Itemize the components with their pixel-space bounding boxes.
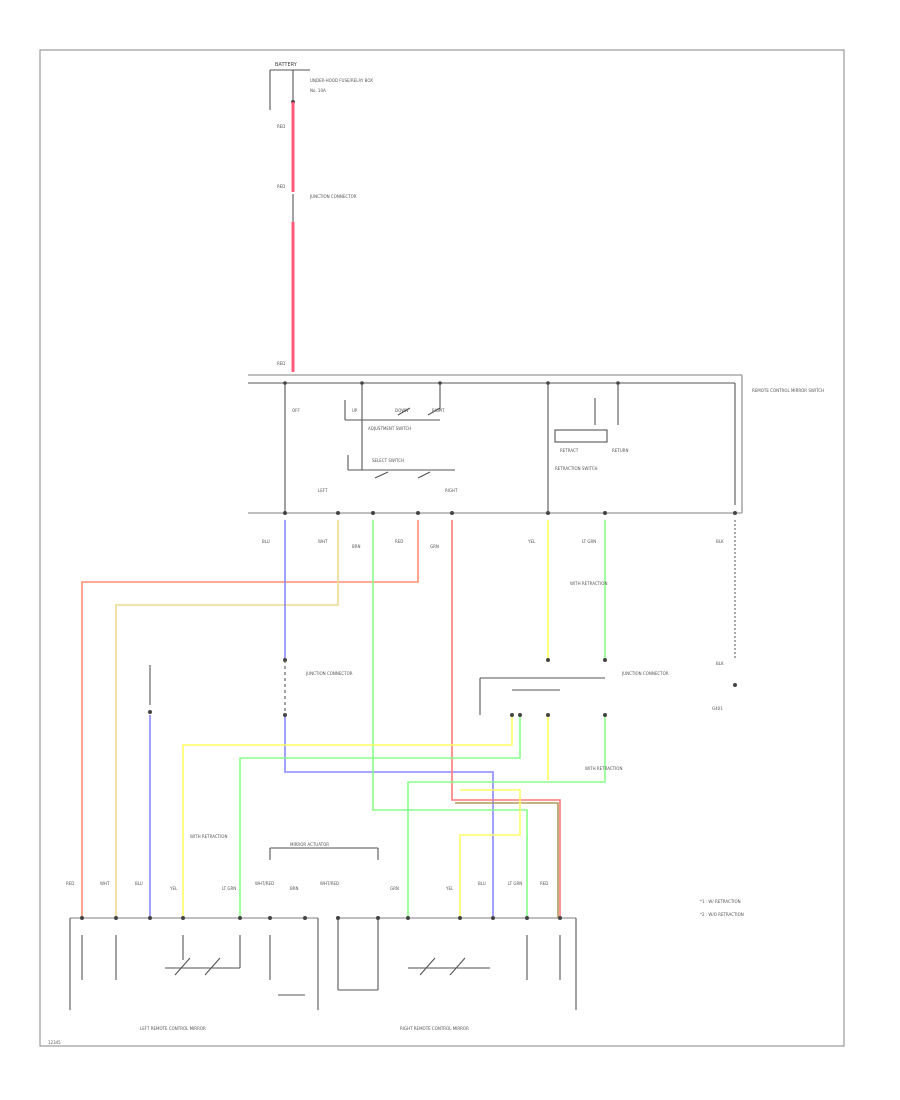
wire-label-7: LT GRN xyxy=(582,539,596,544)
bottom-wire-label-12: LT GRN xyxy=(508,881,522,886)
wire-label-red-2: RED xyxy=(277,184,285,189)
right-mirror: RIGHT REMOTE CONTROL MIRROR xyxy=(337,918,577,1031)
wire-label-9: BLK xyxy=(716,661,724,666)
retraction-switch-label: RETRACTION SWITCH xyxy=(555,466,598,471)
wire-label-red-3: RED xyxy=(277,361,285,366)
ground-section: G401 BLK xyxy=(712,661,737,711)
select-right-label: RIGHT xyxy=(445,488,458,493)
return-label: RETURN xyxy=(612,448,628,453)
wire-label-3: BRN xyxy=(352,544,361,549)
bottom-terminals xyxy=(80,916,562,920)
bottom-wire-label-11: BLU xyxy=(478,881,486,886)
bottom-wire-label-8: WHT/RED xyxy=(320,881,339,886)
with-retraction-label-1: WITH RETRACTION xyxy=(570,581,607,586)
orange-wire xyxy=(81,520,419,918)
lt-green-wire-right xyxy=(407,715,606,918)
mirror-actuator-bus: MIRROR ACTUATOR xyxy=(269,842,379,860)
fuse-box-label: UNDER-HOOD FUSE/RELAY BOX xyxy=(310,78,373,83)
wire-label-6: YEL xyxy=(527,539,536,544)
control-switch-unit: REMOTE CONTROL MIRROR SWITCH ADJUSTMENT … xyxy=(248,374,824,515)
legend-item-2: *2 : W/O RETRACTION xyxy=(700,912,744,917)
junction-label: JUNCTION CONNECTOR xyxy=(309,194,357,199)
footer-code: 12345 xyxy=(48,1040,61,1045)
lt-green-wire-left xyxy=(239,715,521,918)
bottom-wire-label-9: GRN xyxy=(390,886,399,891)
right-mirror-label: RIGHT REMOTE CONTROL MIRROR xyxy=(400,1026,469,1031)
left-mirror-label: LEFT REMOTE CONTROL MIRROR xyxy=(140,1026,206,1031)
fuse-number-label: No. 10A xyxy=(310,88,326,93)
bottom-wire-label-3: BLU xyxy=(135,881,143,886)
wire-label-2: WHT xyxy=(318,539,328,544)
with-retraction-label-2: WITH RETRACTION xyxy=(585,766,622,771)
junction-right-label: JUNCTION CONNECTOR xyxy=(621,671,669,676)
yellow-wire-mid xyxy=(459,789,521,918)
battery-label: BATTERY xyxy=(275,62,298,68)
wire-label-4: RED xyxy=(395,539,403,544)
junction-left-label: JUNCTION CONNECTOR xyxy=(305,671,353,676)
mirror-actuator-label: MIRROR ACTUATOR xyxy=(290,842,329,847)
diagram-frame xyxy=(39,49,845,1047)
wire-label-5: GRN xyxy=(430,544,439,549)
junction-connector-right: JUNCTION CONNECTOR xyxy=(479,658,669,717)
bottom-wire-label-6: WHT/RED xyxy=(255,881,274,886)
bottom-wire-label-1: RED xyxy=(66,881,74,886)
control-unit-label: REMOTE CONTROL MIRROR SWITCH xyxy=(752,388,824,393)
beige-wire xyxy=(115,520,339,918)
switch-right-label: RIGHT xyxy=(432,408,445,413)
green-wire-switch xyxy=(372,520,528,918)
yellow-wire-left xyxy=(182,715,513,918)
red-wire-switch xyxy=(451,520,561,918)
blue-wire-lower xyxy=(284,715,494,918)
bottom-wire-label-13: RED xyxy=(540,881,548,886)
wire-label-1: BLU xyxy=(262,539,270,544)
legend: *1 : W/ RETRACTION *2 : W/O RETRACTION xyxy=(700,899,744,917)
retract-label: RETRACT xyxy=(560,448,579,453)
switch-off-label: OFF xyxy=(292,408,300,413)
bottom-wire-label-4: YEL xyxy=(169,886,178,891)
wire-label-8: BLK xyxy=(716,539,724,544)
bottom-wire-label-2: WHT xyxy=(100,881,110,886)
junction-connector-top: JUNCTION CONNECTOR xyxy=(292,194,357,222)
with-retraction-label-3: WITH RETRACTION xyxy=(190,834,227,839)
bottom-wire-label-10: YEL xyxy=(445,886,454,891)
olive-wire xyxy=(455,802,559,918)
select-left-label: LEFT xyxy=(318,488,328,493)
junction-connector-left: JUNCTION CONNECTOR xyxy=(148,658,353,717)
wire-label-red-1: RED xyxy=(277,124,285,129)
select-switch-label: SELECT SWITCH xyxy=(372,458,404,463)
fuse-box-section: BATTERY UNDER-HOOD FUSE/RELAY BOX No. 10… xyxy=(269,62,373,110)
left-mirror: LEFT REMOTE CONTROL MIRROR xyxy=(69,918,319,1031)
ground-label: G401 xyxy=(712,706,723,711)
bottom-wire-label-5: LT GRN xyxy=(222,886,236,891)
switch-up-label: UP xyxy=(352,408,358,413)
adjustment-switch-label: ADJUSTMENT SWITCH xyxy=(368,426,411,431)
switch-down-label: DOWN xyxy=(395,408,408,413)
bottom-wire-label-7: BRN xyxy=(290,886,299,891)
legend-item-1: *1 : W/ RETRACTION xyxy=(700,899,741,904)
